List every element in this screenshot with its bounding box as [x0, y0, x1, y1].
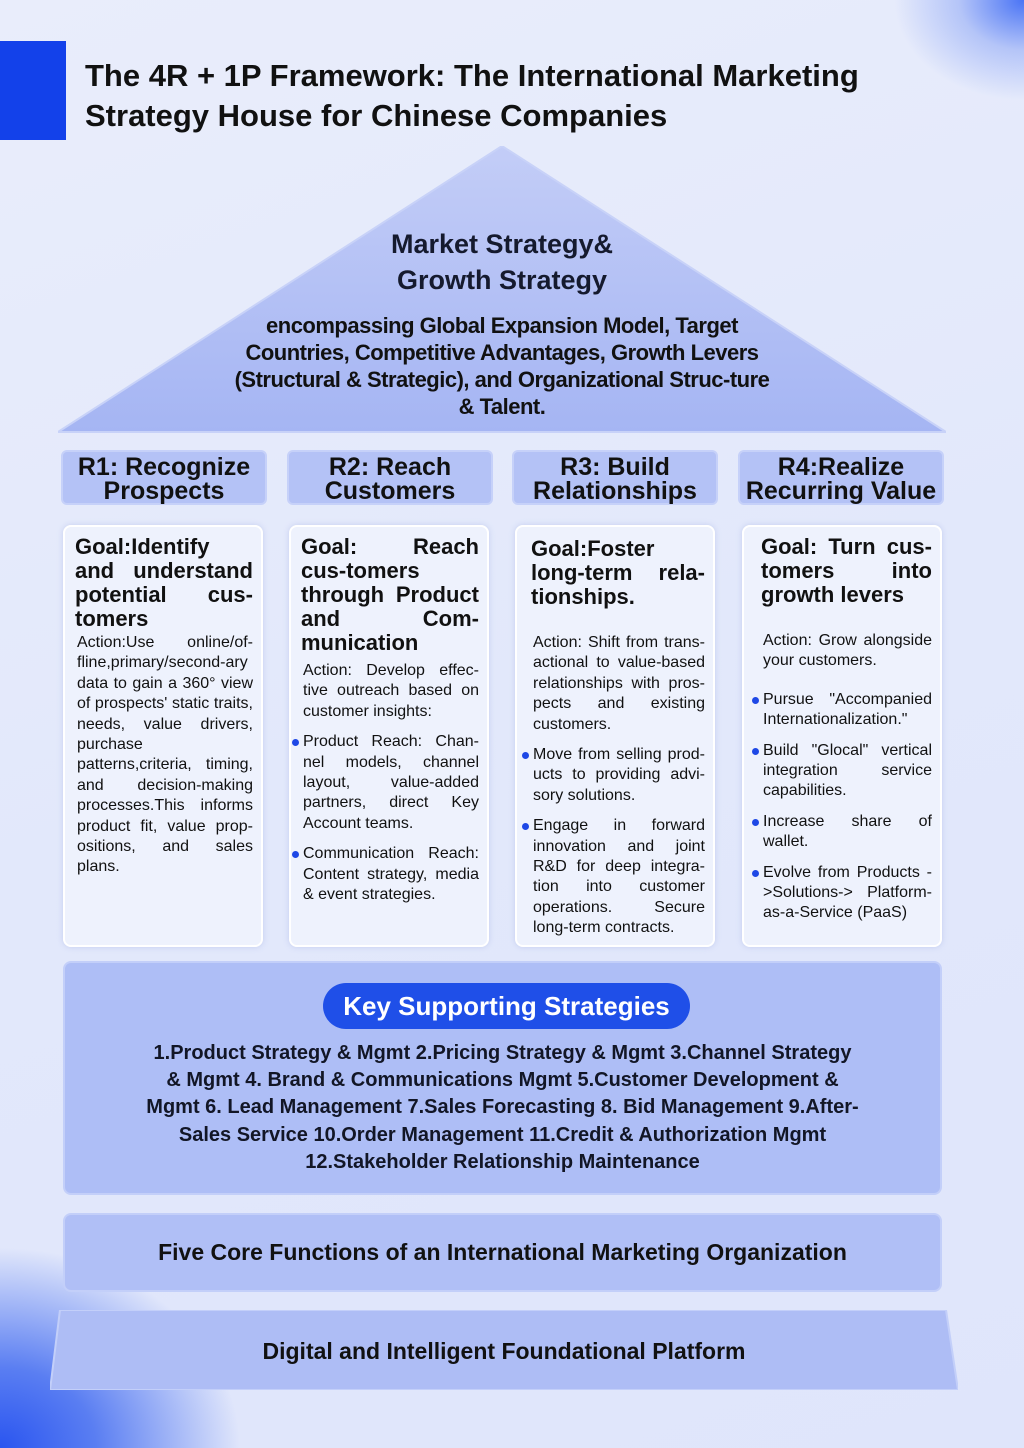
page-title: The 4R + 1P Framework: The International… [85, 58, 859, 133]
pillar-header-text: R3: Build [560, 453, 670, 481]
roof-heading: Market Strategy& [390, 229, 614, 259]
pillar-goal: Goal: Turn cus-tomers into growth levers [761, 534, 932, 607]
roof-heading: Growth Strategy [396, 265, 608, 295]
pillar-header-text: Prospects [103, 477, 225, 505]
pillar-card-r2: Goal: Reach cus-tomers through Product a… [289, 525, 489, 947]
pillar-bullet: Engage in forward innovation and joint R… [522, 816, 705, 938]
pillar-card-r1: Goal:Identify and understand potential c… [63, 525, 263, 947]
pillar-bullet: Pursue "Accompanied Internationalization… [752, 690, 932, 731]
pillar-action: Action:Use online/of-fline,primary/secon… [77, 634, 253, 876]
pillar-action: Action: Shift from trans-actional to val… [533, 634, 705, 733]
pillar-bullet: Communication Reach: Content strategy, m… [292, 844, 479, 905]
pillar-header-text: Relationships [533, 477, 697, 505]
pillar-goal: Goal:Foster long-term rela-tionships. [531, 536, 705, 609]
core-functions-bar: Five Core Functions of an International … [63, 1213, 942, 1292]
pillar-bullet: Evolve from Products ->Solutions-> Platf… [752, 863, 932, 924]
pillar-action: Action: Develop effec-tive outreach base… [303, 662, 479, 720]
foundation-platform: Digital and Intelligent Foundational Pla… [50, 1310, 958, 1390]
roof-description: encompassing Global Expansion Model, Tar… [234, 313, 770, 419]
pillar-header-text: R4:Realize [777, 453, 905, 481]
pillar-bullet: Build "Glocal" vertical integration serv… [752, 741, 932, 802]
foundation-label: Digital and Intelligent Foundational Pla… [262, 1338, 746, 1364]
supporting-strategies-panel: Key Supporting Strategies 1.Product Stra… [63, 961, 942, 1195]
decorative-glow [844, 0, 1024, 120]
pillar-bullet: Product Reach: Chan-nel models, channel … [292, 732, 479, 834]
pillar-card-r4: Goal: Turn cus-tomers into growth levers… [742, 525, 942, 947]
pillar-goal: Goal:Identify and understand potential c… [75, 534, 253, 631]
pillar-action: Action: Grow alongside your customers. [763, 632, 932, 670]
foundation-shape [50, 1310, 958, 1390]
pillar-header-text: R2: Reach [328, 453, 452, 481]
roof-shape [58, 146, 946, 433]
pillar-header-text: Recurring Value [745, 477, 937, 505]
supporting-strategies-list: 1.Product Strategy & Mgmt 2.Pricing Stra… [146, 1042, 859, 1173]
roof-market-strategy: Market Strategy&Growth Strategy encompas… [58, 146, 946, 434]
pillar-bullet: Increase share of wallet. [752, 812, 932, 853]
pillar-goal: Goal: Reach cus-tomers through Product a… [301, 534, 479, 655]
pillar-header-text: R1: Recognize [77, 453, 251, 481]
pillar-header-text: Customers [324, 477, 456, 505]
supporting-strategies-title: Key Supporting Strategies [323, 983, 690, 1029]
pillar-card-r3: Goal:Foster long-term rela-tionships. Ac… [515, 525, 715, 947]
pillar-bullet: Move from selling prod-ucts to providing… [522, 745, 705, 806]
accent-block [0, 41, 66, 140]
